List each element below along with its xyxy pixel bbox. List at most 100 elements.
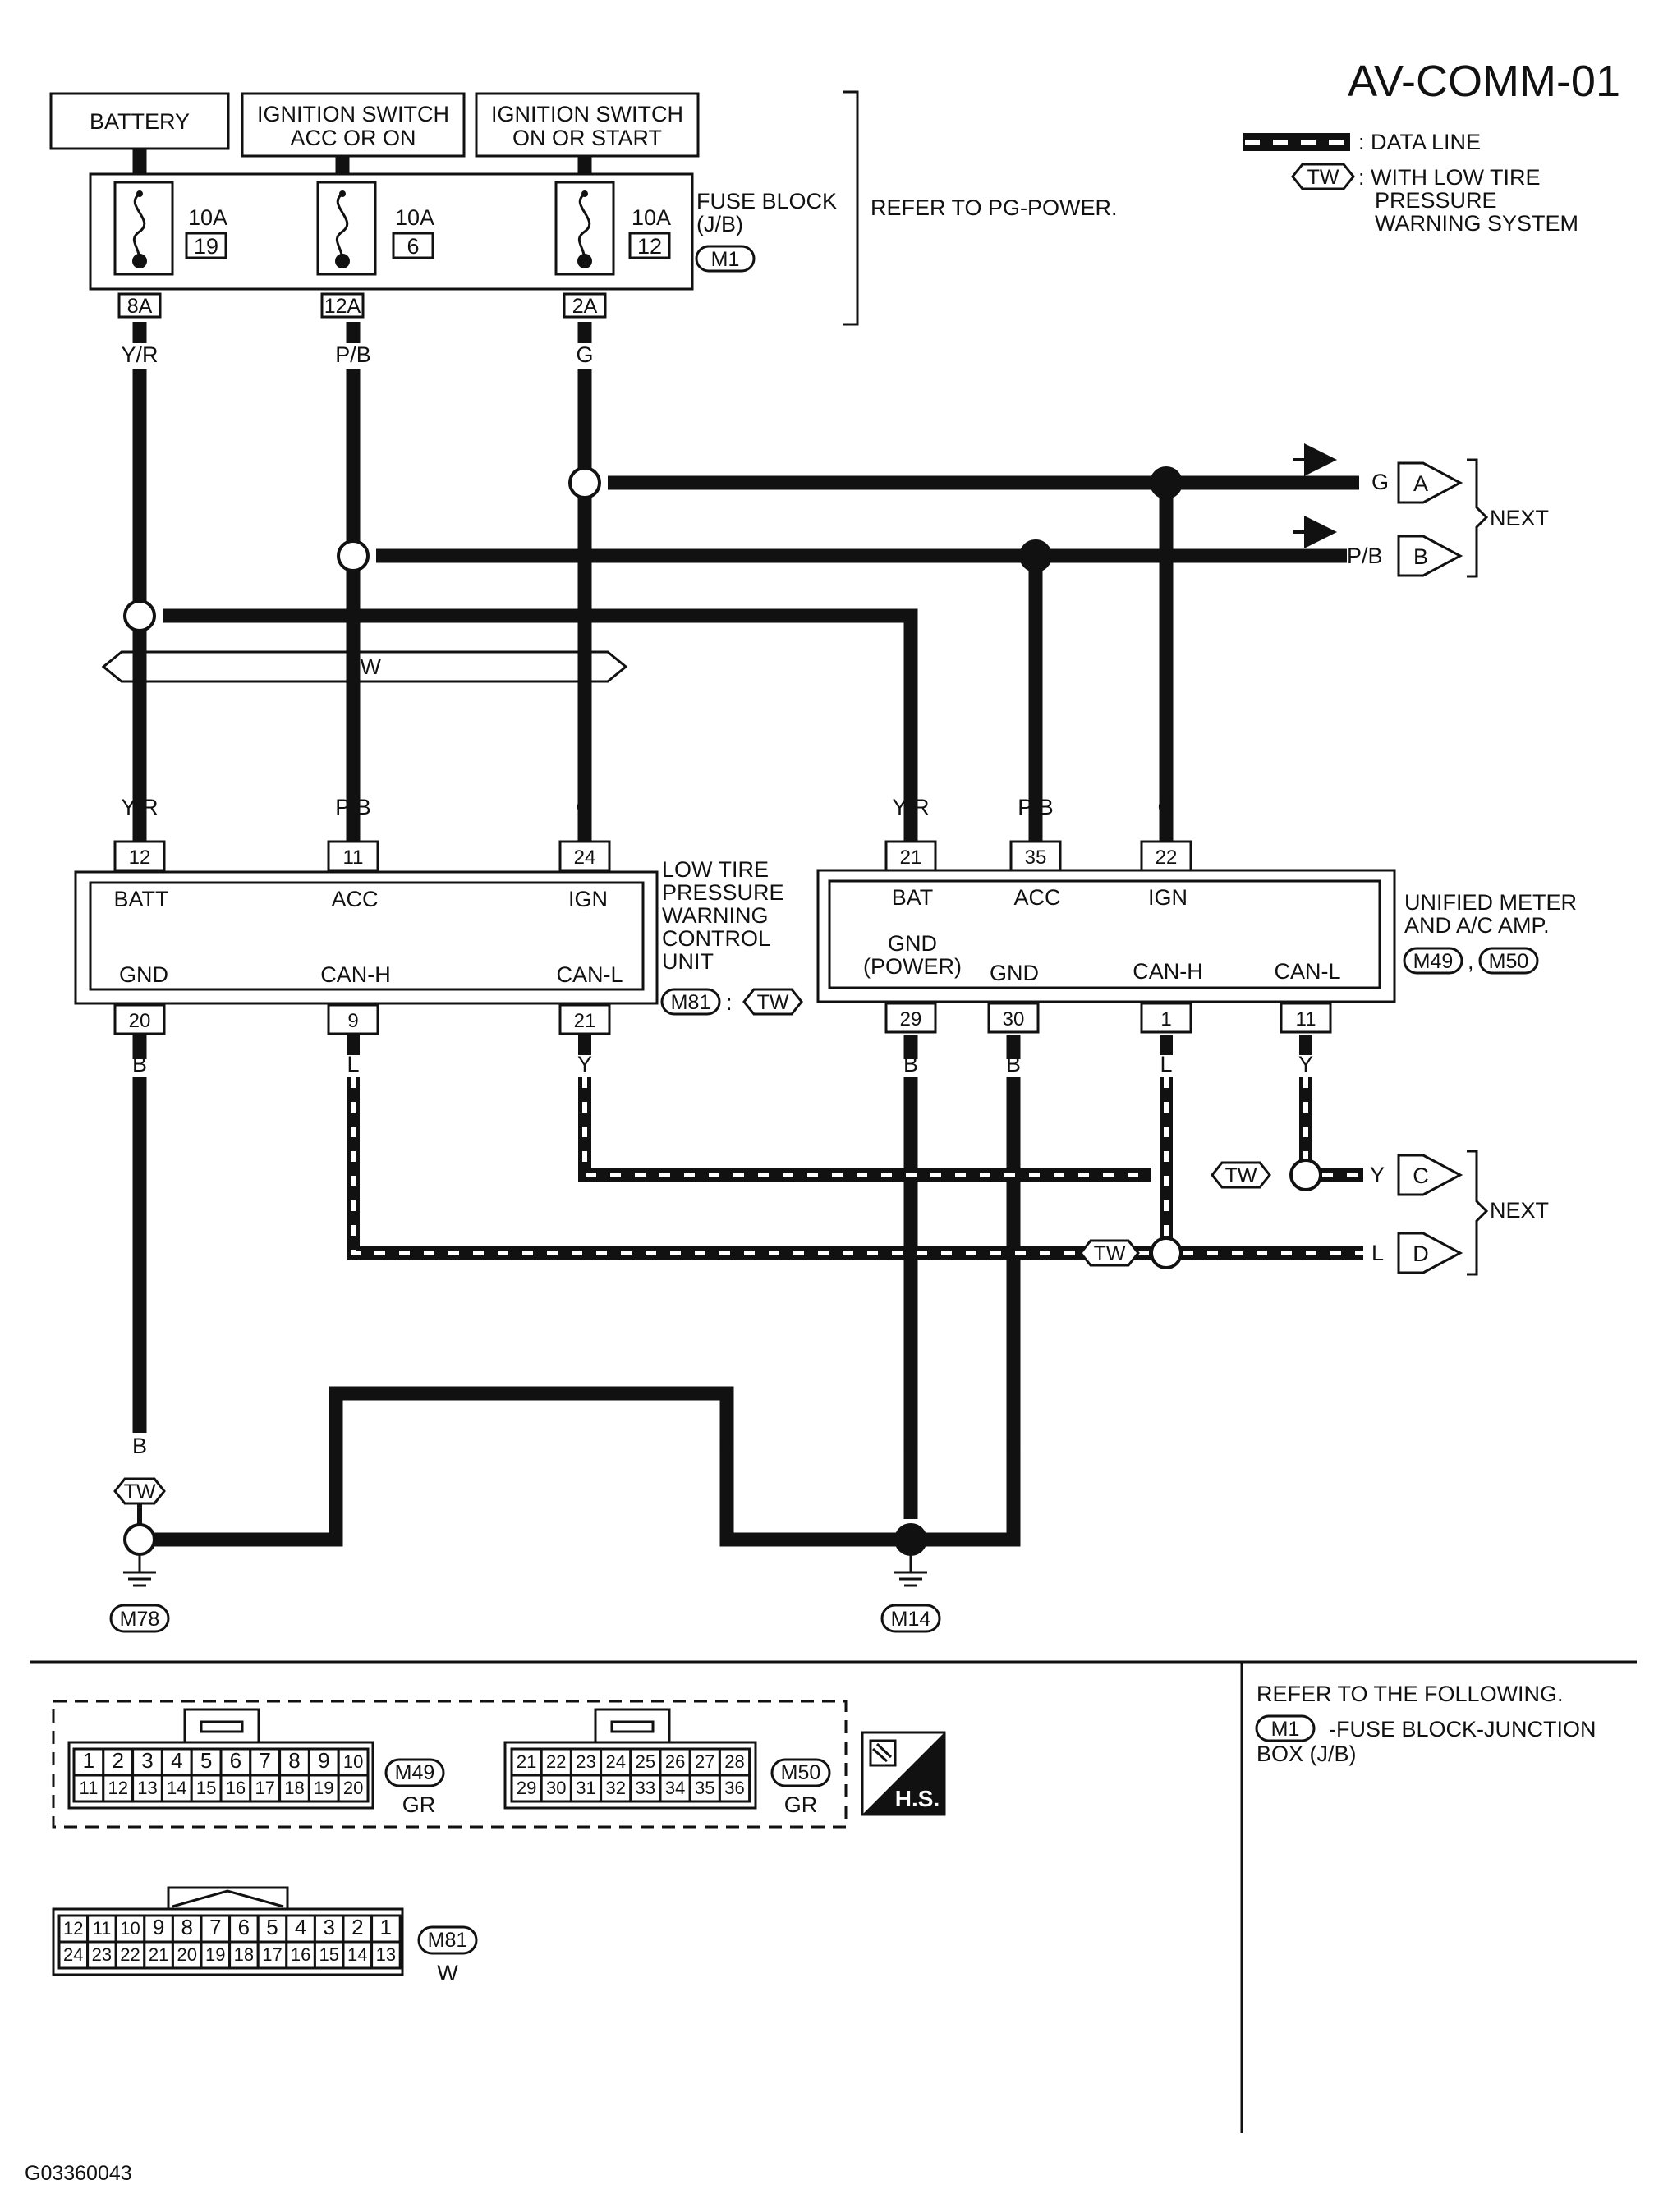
svg-text:(J/B): (J/B) [696, 212, 743, 236]
connector-pin-cell [72, 1774, 105, 1803]
connector-pin-label: 21 [517, 1751, 536, 1772]
splice-yr [123, 599, 156, 632]
svg-text:(POWER): (POWER) [863, 954, 962, 979]
svg-text:24: 24 [574, 847, 596, 869]
svg-text:IGNITION SWITCH: IGNITION SWITCH [491, 102, 683, 126]
svg-text:ACC OR ON: ACC OR ON [290, 126, 416, 150]
svg-text:6: 6 [407, 234, 419, 259]
svg-text:GND: GND [990, 961, 1039, 985]
connector-pin-cell [171, 1940, 203, 1970]
svg-text:M49: M49 [1413, 950, 1454, 973]
svg-text:D: D [1413, 1241, 1429, 1266]
svg-text:H.S.: H.S. [895, 1786, 940, 1811]
fuse-block: 10A 19 10A 6 10A 12 FUSE BLOCK (J/B) M1 [89, 172, 837, 291]
svg-text:10A: 10A [188, 205, 227, 230]
connector-pin-label: 19 [205, 1944, 225, 1965]
connector-pin-cell [718, 1774, 751, 1803]
svg-text:BATTERY: BATTERY [90, 109, 190, 134]
svg-text:CAN-L: CAN-L [556, 962, 623, 987]
svg-text:ON OR START: ON OR START [512, 126, 662, 150]
svg-text:L: L [1371, 1241, 1384, 1265]
svg-text:G: G [1157, 795, 1174, 819]
svg-text:,: , [1468, 949, 1474, 974]
connector-pin-label: 28 [724, 1751, 744, 1772]
svg-text:M78: M78 [120, 1608, 160, 1631]
svg-text:LOW TIRE: LOW TIRE [662, 857, 769, 882]
connector-pin-cell [510, 1747, 543, 1777]
connector-pin-label: 1 [83, 1748, 94, 1773]
next-cd: Y C L D NEXT [1370, 1150, 1549, 1276]
svg-text:M81: M81 [671, 991, 711, 1014]
connector-pin-cell [659, 1774, 691, 1803]
svg-text:NEXT: NEXT [1490, 1198, 1549, 1223]
connector-pin-label: 9 [153, 1915, 164, 1939]
connector-pin-label: 3 [323, 1915, 334, 1939]
connector-pin-cell [219, 1774, 252, 1803]
svg-text:20: 20 [129, 1010, 151, 1032]
connector-pin-cell [600, 1747, 632, 1777]
connector-pin-label: 6 [230, 1748, 241, 1773]
svg-text:ACC: ACC [331, 887, 378, 911]
m81-id: M81 [428, 1929, 468, 1952]
m50-color: GR [784, 1792, 818, 1817]
can-tw-tags: TW TW [1079, 1161, 1271, 1267]
connector-pin-label: 36 [724, 1778, 744, 1798]
wire-label-g: G [576, 342, 593, 367]
svg-text:10A: 10A [632, 205, 671, 230]
m49-color: GR [402, 1792, 436, 1817]
connector-pin-label: 7 [209, 1915, 221, 1939]
svg-text:NEXT: NEXT [1490, 506, 1549, 530]
connector-pin-label: 8 [181, 1915, 192, 1939]
splice-g [568, 466, 601, 499]
connector-pin-cell [629, 1774, 662, 1803]
refer-pg-power: REFER TO PG-POWER. [871, 195, 1118, 220]
svg-text:Y/R: Y/R [892, 795, 929, 819]
svg-text:B: B [132, 1434, 147, 1458]
svg-text:Y/R: Y/R [121, 795, 158, 819]
connector-pin-cell [337, 1774, 370, 1803]
svg-text:BATT: BATT [114, 887, 169, 911]
connector-pin-cell [569, 1774, 603, 1803]
svg-text:BAT: BAT [892, 885, 934, 910]
svg-text:B: B [1006, 1434, 1021, 1458]
connector-pin-label: 13 [137, 1778, 157, 1798]
svg-text:19: 19 [194, 234, 218, 259]
connector-pin-cell [510, 1774, 543, 1803]
svg-text:M14: M14 [891, 1608, 931, 1631]
connector-pin-label: 20 [177, 1944, 196, 1965]
svg-text:P/B: P/B [1347, 544, 1383, 568]
svg-text:IGN: IGN [568, 887, 608, 911]
connector-pin-label: 9 [318, 1748, 329, 1773]
ground-wires [132, 1035, 1021, 1547]
legend-tw-tag: TW : WITH LOW TIRE PRESSURE WARNING SYST… [1291, 163, 1578, 236]
svg-text:B: B [719, 1434, 734, 1458]
connector-pin-label: 14 [167, 1778, 186, 1798]
connector-pin-cell [370, 1940, 402, 1970]
svg-text:WARNING: WARNING [662, 903, 769, 928]
refer-text-2: BOX (J/B) [1257, 1742, 1357, 1766]
svg-text:TW: TW [1094, 1242, 1126, 1265]
svg-text:: WITH LOW TIRE: : WITH LOW TIRE [1358, 165, 1541, 190]
svg-text:12: 12 [637, 234, 662, 259]
svg-text:12A: 12A [324, 295, 361, 318]
svg-text:AND A/C AMP.: AND A/C AMP. [1404, 913, 1550, 938]
diagram-title: AV-COMM-01 [1348, 57, 1620, 106]
m50-tag [770, 1758, 831, 1787]
connector-pin-label: 30 [546, 1778, 566, 1798]
svg-text:12: 12 [129, 847, 151, 869]
next-ab: G A P/B B NEXT [1293, 443, 1549, 578]
svg-text:M50: M50 [1489, 950, 1529, 973]
connector-pin-label: 17 [262, 1944, 282, 1965]
svg-text:UNIT: UNIT [662, 949, 714, 974]
battery-box: BATTERY [49, 92, 230, 150]
svg-text:P/B: P/B [335, 795, 371, 819]
module-wire-labels-bottom: B L Y B B L Y [132, 1052, 1313, 1076]
refer-text-1: -FUSE BLOCK-JUNCTION [1329, 1717, 1597, 1742]
splice-g-filled [1150, 466, 1183, 499]
unified-meter-ac-amp: 21 35 22 BAT ACC IGN GND (POWER) GND CAN… [816, 840, 1577, 1034]
m50-id: M50 [781, 1761, 821, 1784]
svg-text:PRESSURE: PRESSURE [662, 880, 784, 905]
connector-pin-cell [114, 1940, 146, 1970]
